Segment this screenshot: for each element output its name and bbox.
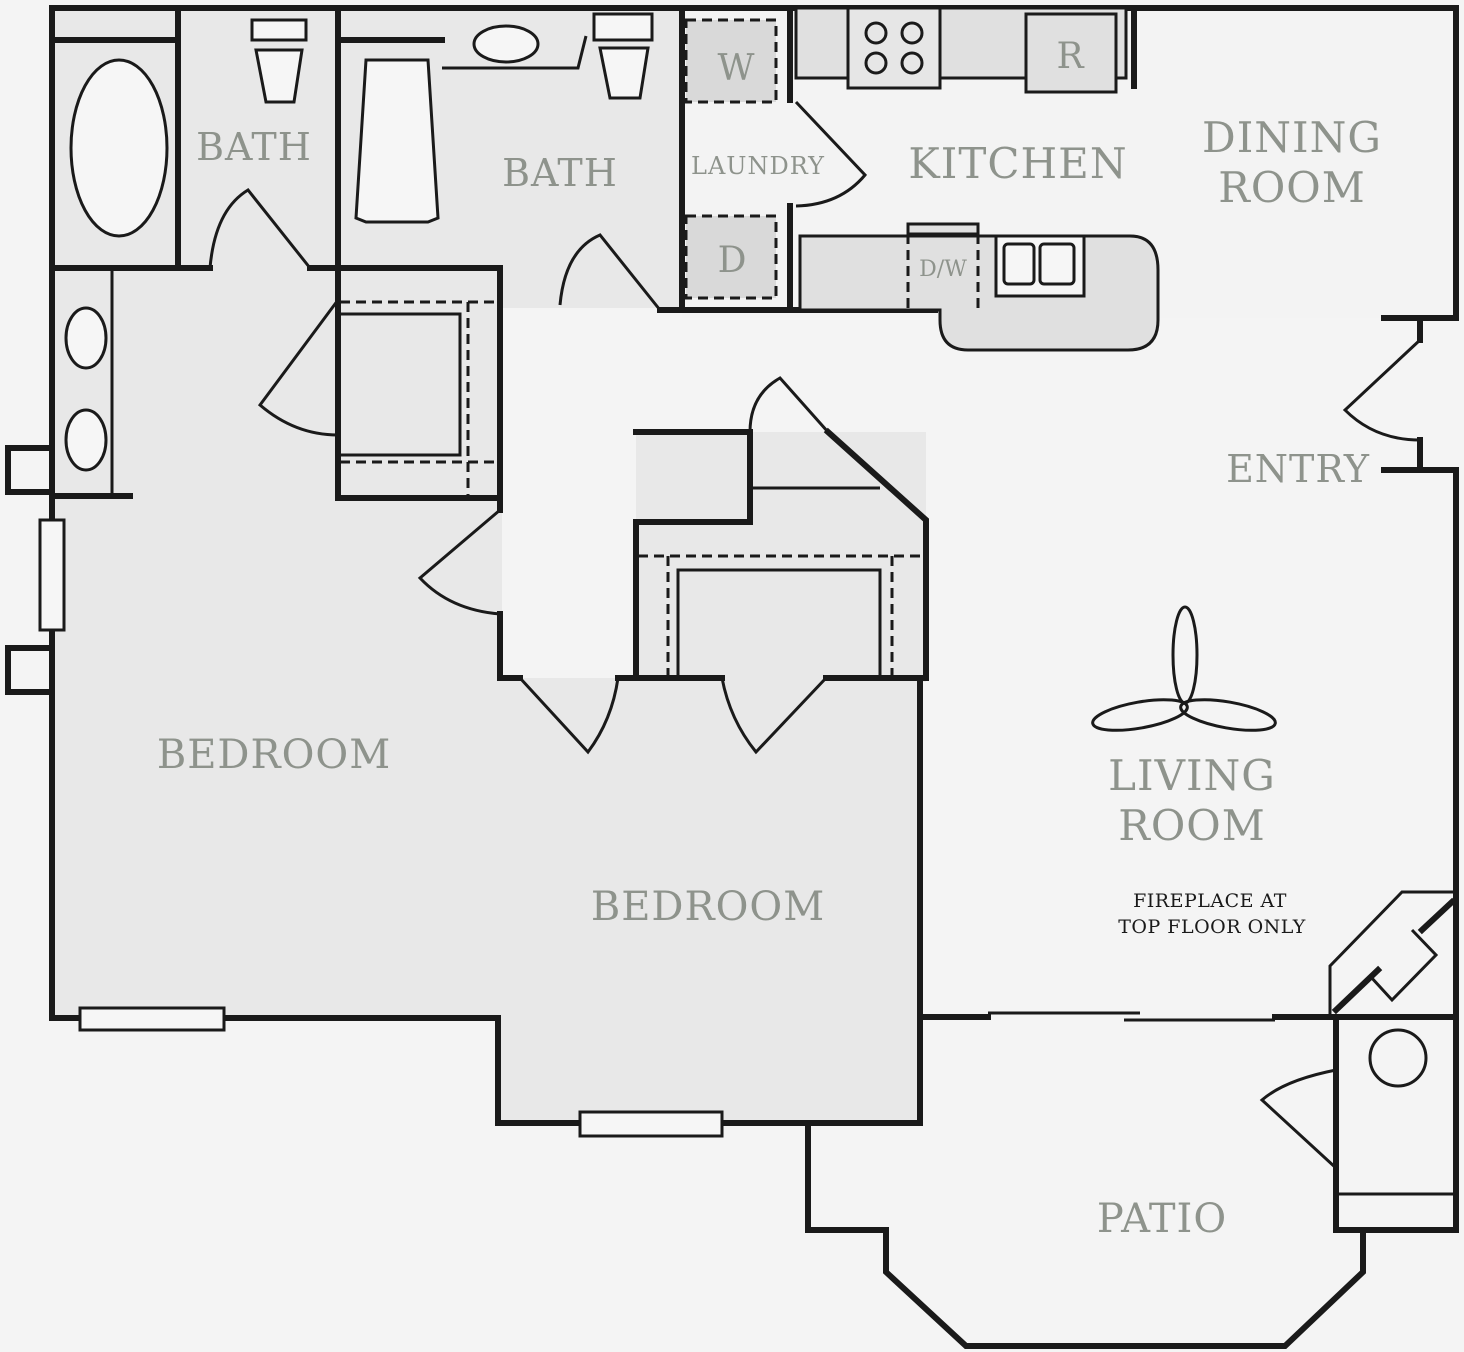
ceiling-fan-icon	[1091, 605, 1277, 732]
closets	[340, 300, 920, 678]
label-entry: ENTRY	[1226, 447, 1370, 491]
refrigerator-icon	[1024, 12, 1118, 94]
walls	[5, 5, 1459, 1349]
doors	[208, 100, 1422, 1170]
range-icon	[846, 6, 942, 90]
label-dishwasher: D/W	[919, 257, 967, 282]
label-patio: PATIO	[1097, 1196, 1227, 1242]
washer-icon	[684, 18, 778, 104]
label-bath-master: BATH	[196, 125, 312, 169]
windows	[38, 518, 1275, 1138]
kitchen-fixtures	[684, 6, 1160, 352]
appliance-labels: W D R D/W	[717, 36, 1084, 282]
label-dining-line1: DINING	[1202, 113, 1382, 162]
label-living-line1: LIVING	[1108, 751, 1276, 800]
label-bedroom-master: BEDROOM	[157, 732, 391, 778]
label-dining-line2: ROOM	[1218, 163, 1366, 212]
utility-closet	[1336, 1028, 1456, 1196]
label-washer: W	[717, 48, 754, 89]
label-refrigerator: R	[1056, 36, 1084, 77]
note-fireplace-line2: TOP FLOOR ONLY	[1118, 916, 1306, 938]
label-dryer: D	[718, 240, 747, 281]
note-fireplace-line1: FIREPLACE AT	[1133, 890, 1287, 912]
label-living-line2: ROOM	[1118, 801, 1266, 850]
label-kitchen: KITCHEN	[908, 139, 1127, 188]
dryer-icon	[684, 214, 778, 300]
bath-fixtures	[64, 12, 654, 496]
label-bath-second: BATH	[502, 151, 618, 195]
label-bedroom-second: BEDROOM	[591, 884, 825, 930]
label-laundry: LAUNDRY	[691, 152, 825, 180]
room-labels: BATH BATH LAUNDRY KITCHEN DINING ROOM EN…	[157, 113, 1382, 1242]
fireplace-note: FIREPLACE AT TOP FLOOR ONLY	[1118, 890, 1306, 938]
fireplace-icon	[1328, 890, 1457, 1015]
